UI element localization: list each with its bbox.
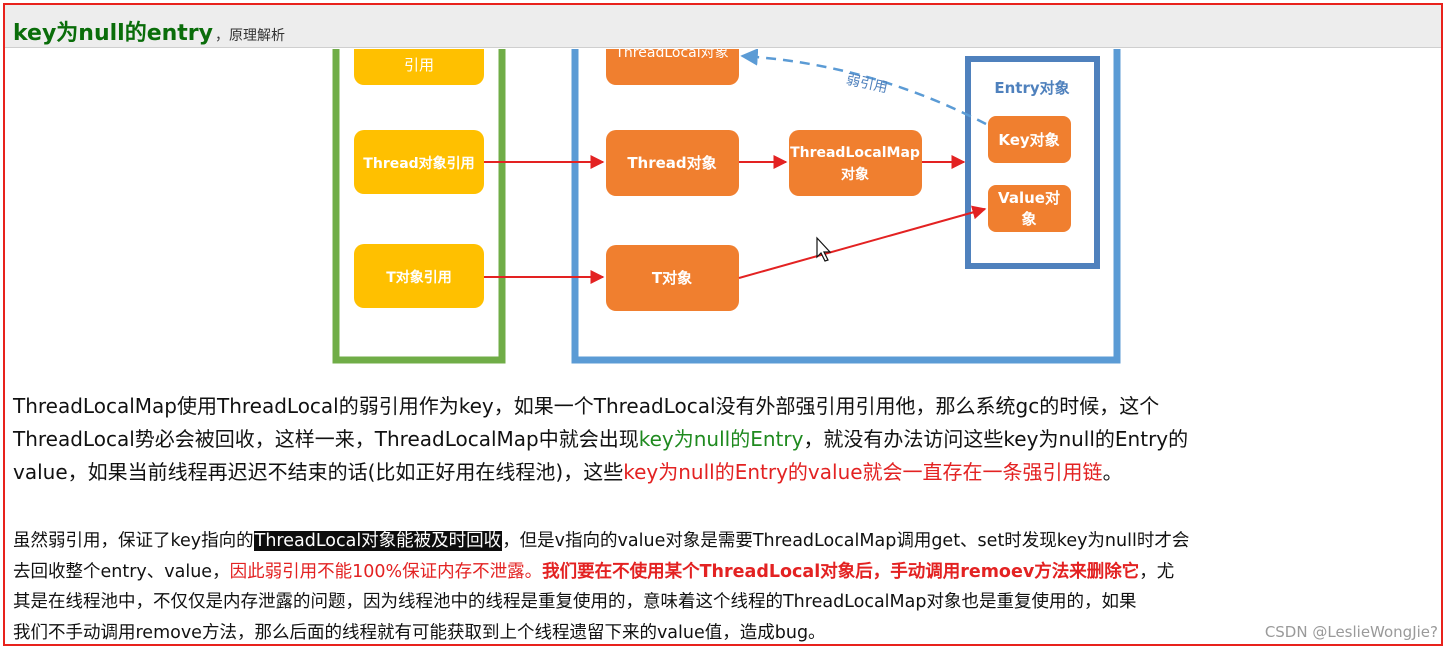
slide-header: key为null的entry，原理解析 <box>5 5 1441 48</box>
page-title: key为null的entry，原理解析 <box>13 21 285 46</box>
paragraph-memory-leak: 虽然弱引用，保证了key指向的ThreadLocal对象能被及时回收，但是v指向… <box>13 526 1189 648</box>
paragraph-weak-reference: ThreadLocalMap使用ThreadLocal的弱引用作为key，如果一… <box>13 390 1188 489</box>
para1-line1: ThreadLocalMap使用ThreadLocal的弱引用作为key，如果一… <box>13 394 1160 418</box>
page-subtitle: ，原理解析 <box>215 28 285 44</box>
outer-frame <box>3 3 1443 646</box>
para2-line3: 其是在线程池中，不仅仅是内存泄露的问题，因为线程池中的线程是重复使用的，意味着这… <box>13 592 1137 612</box>
para1-line2: ThreadLocal势必会被回收，这样一来，ThreadLocalMap中就会… <box>13 427 1189 451</box>
para2-line1: 虽然弱引用，保证了key指向的ThreadLocal对象能被及时回收，但是v指向… <box>13 531 1190 551</box>
highlighted-text: ThreadLocal对象能被及时回收 <box>253 531 503 551</box>
csdn-watermark: CSDN @LeslieWongJie? <box>1264 623 1438 641</box>
para2-line2: 去回收整个entry、value，因此弱引用不能100%保证内存不泄露。我们要在… <box>13 561 1175 582</box>
para1-line3: value，如果当前线程再迟迟不结束的话(比如正好用在线程池)，这些key为nu… <box>13 460 1123 484</box>
para2-line4: 我们不手动调用remove方法，那么后面的线程就有可能获取到上个线程遗留下来的v… <box>13 622 826 643</box>
